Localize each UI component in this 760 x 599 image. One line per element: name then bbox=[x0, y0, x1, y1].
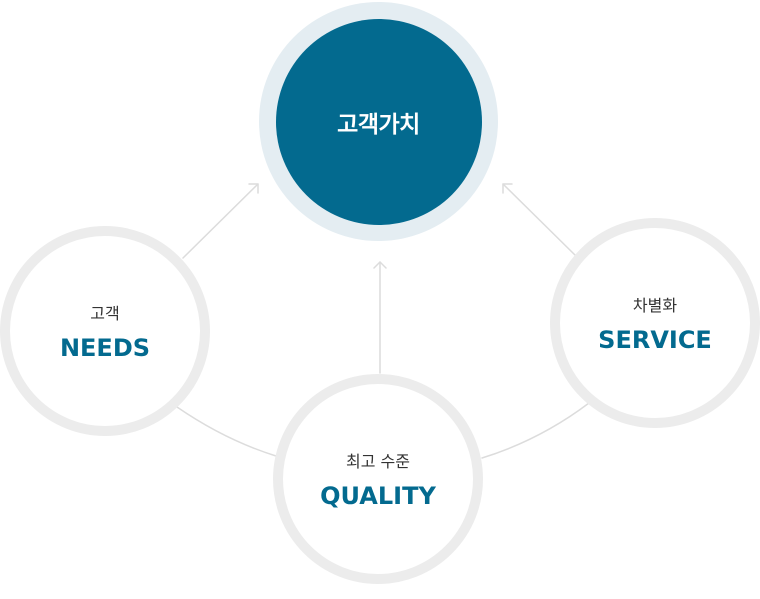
arrowhead-service bbox=[502, 183, 513, 194]
arrowhead-quality bbox=[373, 261, 387, 269]
quality-main-label: QUALITY bbox=[320, 482, 436, 510]
service-sub-label: 차별화 bbox=[632, 296, 678, 315]
node-needs: 고객 NEEDS bbox=[0, 226, 210, 436]
quality-sub-label: 최고 수준 bbox=[346, 452, 410, 471]
node-quality: 최고 수준 QUALITY bbox=[273, 374, 483, 584]
center-label: 고객가치 bbox=[337, 111, 420, 138]
arc-needs-to-quality bbox=[176, 406, 277, 457]
center-node-core: 고객가치 bbox=[275, 18, 482, 225]
service-main-label: SERVICE bbox=[598, 326, 712, 354]
center-node: 고객가치 bbox=[259, 2, 498, 241]
node-service: 차별화 SERVICE bbox=[550, 218, 760, 428]
needs-sub-label: 고객 bbox=[90, 304, 120, 323]
arrowhead-needs bbox=[248, 183, 259, 194]
arc-quality-to-service bbox=[481, 402, 590, 459]
arrow-needs-to-center bbox=[182, 183, 259, 259]
needs-main-label: NEEDS bbox=[59, 334, 151, 362]
arrow-service-to-center bbox=[502, 183, 576, 256]
